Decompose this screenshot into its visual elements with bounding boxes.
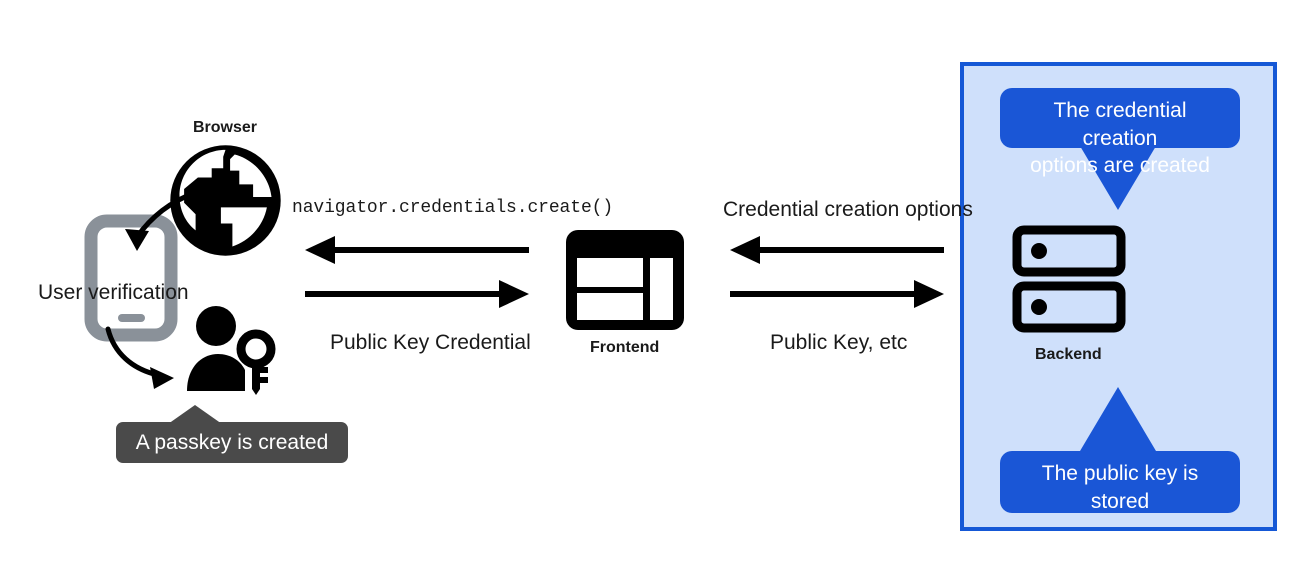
public-key-stored-callout-line2: stored (1090, 489, 1150, 513)
user-verification-label: User verification (38, 281, 189, 304)
credential-options-callout-pointer (1080, 146, 1156, 210)
browser-label: Browser (193, 119, 258, 136)
flow-label-navigator-create: navigator.credentials.create() (292, 198, 614, 218)
arrow-device-to-user (100, 325, 210, 393)
person-with-key-icon (185, 305, 277, 395)
arrow-globe-to-device (95, 185, 205, 265)
globe-icon (168, 143, 283, 258)
arrow-backend-to-frontend (730, 236, 944, 264)
arrow-frontend-to-backend (730, 280, 944, 308)
passkey-created-tooltip-text: A passkey is created (135, 430, 329, 454)
mobile-phone-icon (84, 214, 178, 342)
credential-options-callout: The credential creation options are crea… (1000, 88, 1240, 177)
flow-label-public-key-credential: Public Key Credential (330, 331, 531, 354)
public-key-stored-callout: The public key is stored (1000, 451, 1240, 513)
arrow-browser-to-frontend (305, 280, 529, 308)
credential-options-callout-line1: The credential creation (1053, 99, 1187, 150)
server-rack-icon (1012, 225, 1126, 334)
public-key-stored-callout-line1: The public key is (1041, 462, 1199, 485)
credential-options-callout-line2: options are created (1030, 154, 1210, 178)
arrow-frontend-to-browser (305, 236, 529, 264)
backend-label: Backend (1035, 346, 1102, 363)
flow-label-credential-creation-options: Credential creation options (723, 198, 973, 221)
frontend-label: Frontend (590, 339, 660, 356)
web-layout-icon (566, 230, 684, 330)
tooltip-pointer (168, 405, 222, 424)
flow-label-public-key-etc: Public Key, etc (770, 331, 908, 354)
public-key-stored-callout-pointer (1080, 387, 1156, 451)
passkey-created-tooltip: A passkey is created (116, 422, 348, 463)
